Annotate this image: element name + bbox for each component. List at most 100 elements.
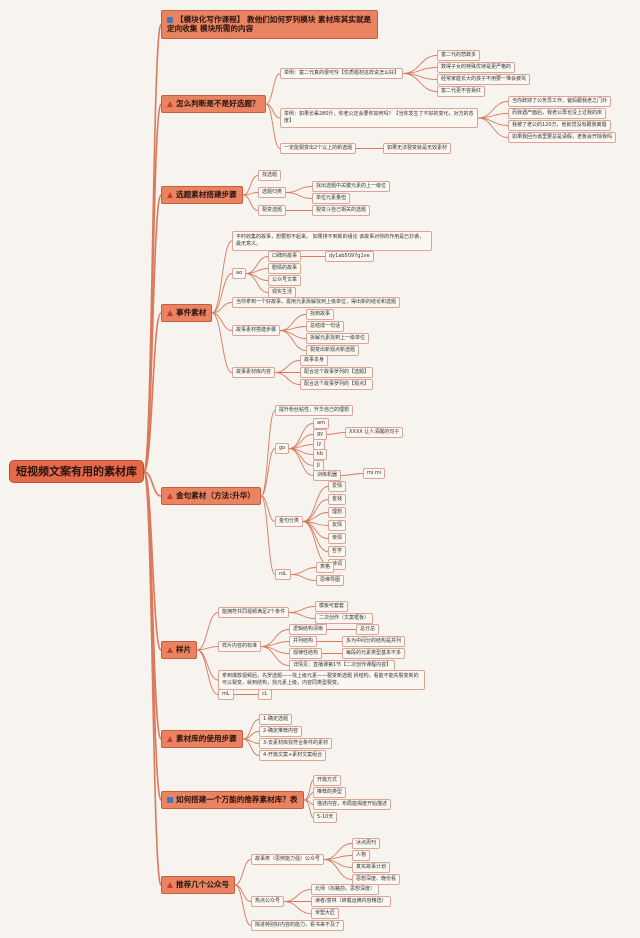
leaf-topic[interactable]: 裂变斗自己相关的选题 bbox=[312, 205, 371, 216]
leaf-topic[interactable]: 单位元素量但 bbox=[312, 193, 351, 204]
leaf-topic[interactable]: 当你拿到一个好故事，需用元素拆解找到上级单位，得出新的结论和选题 bbox=[232, 297, 401, 308]
connector-line bbox=[323, 855, 353, 860]
leaf-topic[interactable]: XXXX 让人清醒的句子 bbox=[345, 427, 404, 438]
leaf-topic[interactable]: kb bbox=[313, 449, 328, 460]
leaf-topic[interactable]: roL bbox=[275, 569, 291, 580]
branch-modular-writing-course[interactable]: 【模块化写作课程】 教他们如何罗列模块 素材库其实就是定向收集 模块所需的内容 bbox=[161, 10, 378, 39]
leaf-topic[interactable]: 推荐的类型 bbox=[313, 787, 347, 798]
leaf-topic[interactable]: 3-去素材库找符合条件的素材 bbox=[259, 738, 332, 749]
leaf-topic[interactable]: 并列结构 bbox=[289, 636, 318, 647]
leaf-topic[interactable]: 总分总 bbox=[356, 624, 380, 635]
leaf-topic[interactable]: 当你辞掉了公务员工作，爸妈跟我老之门外 bbox=[508, 96, 612, 107]
leaf-topic[interactable]: 故事类（思辨能力强）公众号 bbox=[251, 854, 325, 865]
leaf-topic[interactable]: 多为中间分的结构是并列 bbox=[342, 636, 406, 647]
leaf-topic[interactable]: 找出选题中关键元素的上一级位 bbox=[312, 181, 391, 192]
leaf-topic[interactable]: 二次创作（文案框板） bbox=[315, 613, 374, 624]
leaf-topic[interactable]: 能拥符共同视频满足2个条件 bbox=[218, 607, 290, 618]
leaf-topic[interactable]: 除进特别好内容的能力，看书来不及了 bbox=[251, 920, 345, 931]
leaf-topic[interactable]: 人物 bbox=[352, 850, 371, 861]
leaf-topic[interactable]: 理想 bbox=[328, 507, 347, 518]
leaf-topic[interactable]: 口碑的故事 bbox=[268, 251, 302, 262]
info-icon bbox=[167, 797, 173, 803]
leaf-topic[interactable]: 1-确定选题 bbox=[259, 714, 292, 725]
branch-golden-sentence[interactable]: 金句素材（方法:升华） bbox=[161, 487, 261, 505]
connector-line bbox=[260, 646, 290, 666]
leaf-topic[interactable]: 举例：如果长辈280斤，你老公还会要你如何吗？【当你发生了不好的变化，对方的态度… bbox=[280, 108, 478, 128]
branch-label: 【模块化写作课程】 教他们如何罗列模块 素材库其实就是定向收集 模块所需的内容 bbox=[167, 15, 372, 34]
root-topic[interactable]: 短视频文案有用的素材库 bbox=[9, 460, 144, 483]
leaf-topic[interactable]: cL bbox=[258, 689, 272, 700]
leaf-topic[interactable]: 读者/意林（转载运摘内容精选） bbox=[311, 896, 391, 907]
leaf-topic[interactable]: 5-10天 bbox=[313, 812, 338, 823]
leaf-topic[interactable]: 而我遇产面后，我老公再也没上过我的床 bbox=[508, 108, 607, 119]
leaf-topic[interactable]: 亲情 bbox=[328, 533, 347, 544]
leaf-topic[interactable]: 哲学 bbox=[328, 546, 347, 557]
leaf-topic[interactable]: 思维导图 bbox=[316, 575, 345, 586]
leaf-topic[interactable]: 训练机器 bbox=[313, 470, 342, 481]
leaf-topic[interactable]: 提升粉丝粘性，升华自己的理想 bbox=[275, 405, 354, 416]
leaf-topic[interactable]: 样片内容的标准 bbox=[218, 641, 262, 652]
leaf-topic[interactable]: go bbox=[275, 443, 290, 454]
leaf-topic[interactable]: 描述内容，布局能揭度开始描述 bbox=[313, 799, 392, 810]
leaf-topic[interactable]: 4-开篇文案+素材文案组合 bbox=[259, 750, 327, 761]
branch-event-material[interactable]: 事件素材 bbox=[161, 304, 213, 322]
branch-topic-material-steps[interactable]: 选题素材搭建步骤 bbox=[161, 186, 243, 204]
leaf-topic[interactable]: 裂变出新观点新选题 bbox=[306, 345, 360, 356]
leaf-topic[interactable]: 公众号文章 bbox=[268, 275, 302, 286]
branch-build-recommend-library[interactable]: 如何搭建一个万能的推荐素材库？表 bbox=[161, 791, 304, 809]
connector-line bbox=[340, 473, 364, 476]
leaf-topic[interactable]: 剧情的故事 bbox=[268, 263, 302, 274]
leaf-topic[interactable]: 故事本身 bbox=[300, 355, 329, 366]
leaf-topic[interactable]: ao bbox=[232, 268, 247, 279]
branch-judge-good-topic[interactable]: 怎么判断是不是好选题？ bbox=[161, 95, 266, 113]
leaf-topic[interactable]: dy1ab5097g1ve bbox=[325, 251, 374, 262]
branch-sample-video[interactable]: 样片 bbox=[161, 641, 198, 659]
leaf-topic[interactable]: 热点公众号 bbox=[251, 896, 285, 907]
leaf-topic[interactable]: 富二代的悲辞多 bbox=[437, 50, 481, 61]
leaf-topic[interactable]: 选题归类 bbox=[258, 187, 287, 198]
leaf-topic[interactable]: 如果我回为该里要总是请假，老板会开除我吗 bbox=[508, 132, 617, 143]
leaf-topic[interactable]: 金句分类 bbox=[275, 516, 304, 527]
leaf-topic[interactable]: mL bbox=[218, 689, 234, 700]
connector-line bbox=[211, 240, 233, 314]
leaf-topic[interactable]: 找选题 bbox=[258, 170, 282, 181]
leaf-topic[interactable]: 金钱 bbox=[328, 494, 347, 505]
leaf-topic[interactable]: mi.mi bbox=[363, 468, 386, 479]
leaf-topic[interactable]: 北师（抖路前，思想深度） bbox=[311, 884, 380, 895]
leaf-topic[interactable]: 爱情 bbox=[328, 481, 347, 492]
leaf-topic[interactable]: 故事素材库内容 bbox=[232, 367, 276, 378]
leaf-topic[interactable]: 拆解元素找到上一级单位 bbox=[306, 333, 370, 344]
connector-line bbox=[290, 567, 317, 575]
leaf-topic[interactable]: 富二代更不容易红 bbox=[437, 86, 486, 97]
leaf-topic[interactable]: 故事素材搭建步骤 bbox=[232, 325, 281, 336]
leaf-topic[interactable]: 真实故事计划 bbox=[352, 862, 391, 873]
leaf-topic[interactable]: 平时收集的故事，想要想不起来。 如果排不到新的组论 该故事对你的作用是已抄袭，最… bbox=[232, 231, 432, 251]
leaf-topic[interactable]: 举例：富二代真的很可怜【优质题材这样说怎么好】 bbox=[280, 68, 404, 79]
branch-library-usage-steps[interactable]: 素材库的使用步骤 bbox=[161, 730, 243, 748]
branch-recommended-accounts[interactable]: 推荐几个公众号 bbox=[161, 876, 236, 894]
leaf-topic[interactable]: 每段的元素类型基本不多 bbox=[342, 648, 406, 659]
leaf-topic[interactable]: 表格 bbox=[316, 562, 335, 573]
leaf-topic[interactable]: 冰点周刊 bbox=[352, 838, 381, 849]
leaf-topic[interactable]: 裂变选题 bbox=[258, 205, 287, 216]
leaf-topic[interactable]: 拿到爆款视频后，先罗选题——找上级元素——裂变新选题 拆结构，看能不能先裂变新的… bbox=[218, 670, 425, 690]
leaf-topic[interactable]: 开篇方式 bbox=[313, 775, 342, 786]
leaf-topic[interactable]: 一定能裂变出2个以上的新选题 bbox=[280, 143, 357, 154]
leaf-topic[interactable]: 数得子女的特殊优待是更严格的 bbox=[437, 62, 516, 73]
leaf-topic[interactable]: 配合这个故事罗列的【选题】 bbox=[300, 367, 374, 378]
leaf-topic[interactable]: 配合这个故事罗列的【观点】 bbox=[300, 379, 374, 390]
leaf-topic[interactable]: 找到故事 bbox=[306, 309, 335, 320]
leaf-topic[interactable]: 逻辑结构清晰 bbox=[289, 624, 328, 635]
leaf-topic[interactable]: 米塑大匠 bbox=[311, 908, 340, 919]
connector-line bbox=[288, 448, 314, 476]
leaf-topic[interactable]: 总结成一句话 bbox=[306, 321, 345, 332]
leaf-topic[interactable]: 观律性结构 bbox=[289, 648, 323, 659]
leaf-topic[interactable]: 友情 bbox=[328, 520, 347, 531]
leaf-topic[interactable]: 如果无法裂变就是无效素材 bbox=[383, 143, 452, 154]
leaf-topic[interactable]: 经常家庭长大的孩子不用要一堆会被骂 bbox=[437, 74, 531, 85]
leaf-topic[interactable]: am bbox=[313, 418, 329, 429]
leaf-topic[interactable]: 2-确定推荐内容 bbox=[259, 726, 302, 737]
leaf-topic[interactable]: 我被了老公的120万，他就觉没有跟我离婚 bbox=[508, 120, 611, 131]
branch-label: 金句素材（方法:升华） bbox=[176, 491, 255, 500]
leaf-topic[interactable]: 模板可套套 bbox=[315, 601, 349, 612]
